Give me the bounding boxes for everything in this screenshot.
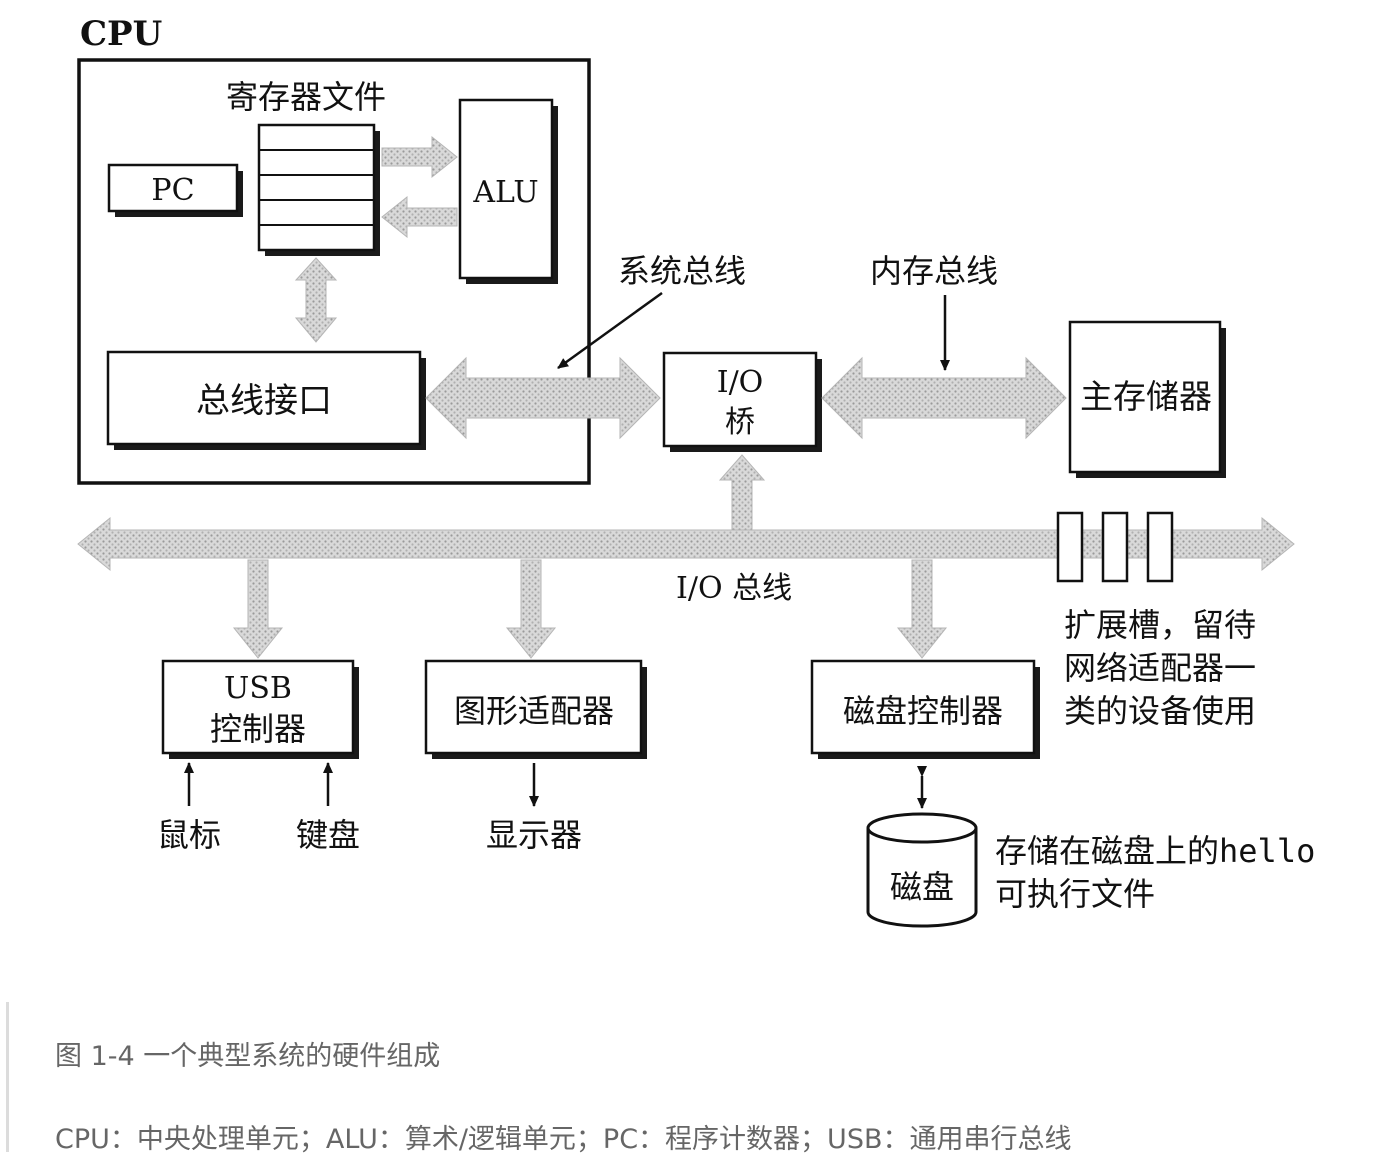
hello-file-label-line1: 存储在磁盘上的hello xyxy=(995,832,1315,870)
alu-to-reg-arrow xyxy=(381,195,458,239)
expansion-slots-label-line3: 类的设备使用 xyxy=(1064,692,1256,730)
io-bus xyxy=(77,516,1295,572)
disk-controller-bus-arrow xyxy=(896,559,948,659)
disk-label: 磁盘 xyxy=(890,868,954,906)
memory-bus-label: 内存总线 xyxy=(870,252,998,290)
system-bus-label: 系统总线 xyxy=(618,252,746,290)
bridge-io-bus-arrow xyxy=(718,454,766,531)
display-label: 显示器 xyxy=(486,816,582,854)
graphics-adapter-label: 图形适配器 xyxy=(454,692,614,730)
reg-to-alu-arrow xyxy=(381,135,458,179)
mouse-label: 鼠标 xyxy=(157,816,221,854)
bus-interface: 总线接口 xyxy=(106,350,426,450)
usb-controller-label-line1: USB xyxy=(224,671,292,706)
register-file-label: 寄存器文件 xyxy=(226,78,386,116)
main-memory-label: 主存储器 xyxy=(1080,377,1212,416)
register-file xyxy=(257,123,380,256)
io-bridge-label-line2: 桥 xyxy=(725,405,755,440)
alu-label: ALU xyxy=(472,175,538,210)
graphics-adapter: 图形适配器 xyxy=(424,659,647,759)
main-memory: 主存储器 xyxy=(1068,320,1226,478)
cpu-box xyxy=(77,58,591,485)
hello-file-label-line2: 可执行文件 xyxy=(995,875,1155,913)
io-bus-label: I/O 总线 xyxy=(676,571,792,606)
hardware-organization-diagram: CPU 寄存器文件 PC ALU 总线接口 系统总线 I/O xyxy=(77,14,1315,928)
alu: ALU xyxy=(458,98,558,284)
expansion-slots-label-line1: 扩展槽，留待 xyxy=(1064,606,1256,644)
disk-controller: 磁盘控制器 xyxy=(810,659,1040,759)
io-bridge-label-line1: I/O xyxy=(717,365,764,400)
bus-interface-label: 总线接口 xyxy=(196,381,332,421)
figure-caption: 图 1-4 一个典型系统的硬件组成 CPU：中央处理单元；ALU：算术/逻辑单元… xyxy=(0,1000,1382,1162)
expansion-slots-label-line2: 网络适配器一 xyxy=(1064,649,1256,687)
usb-bus-arrow xyxy=(232,559,284,659)
caption-quote-bar xyxy=(6,1002,9,1152)
memory-bus xyxy=(821,356,1067,440)
io-bridge: I/O 桥 xyxy=(662,351,822,452)
system-bus xyxy=(425,356,661,440)
disk-controller-label: 磁盘控制器 xyxy=(843,692,1003,730)
keyboard-label: 键盘 xyxy=(296,816,360,854)
usb-controller-label-line2: 控制器 xyxy=(210,710,306,748)
pc-register: PC xyxy=(107,163,243,217)
caption-title: 图 1-4 一个典型系统的硬件组成 xyxy=(55,1041,441,1072)
expansion-slots xyxy=(1056,511,1174,583)
cpu-label: CPU xyxy=(80,14,162,54)
disk: 磁盘 xyxy=(866,812,978,928)
reg-bus-interface-arrow xyxy=(294,257,338,343)
pc-label: PC xyxy=(151,173,194,208)
system-bus-pointer xyxy=(557,291,663,370)
caption-abbreviations: CPU：中央处理单元；ALU：算术/逻辑单元；PC：程序计数器；USB：通用串行… xyxy=(55,1124,1072,1155)
usb-controller: USB 控制器 xyxy=(161,659,359,759)
graphics-bus-arrow xyxy=(505,559,557,659)
